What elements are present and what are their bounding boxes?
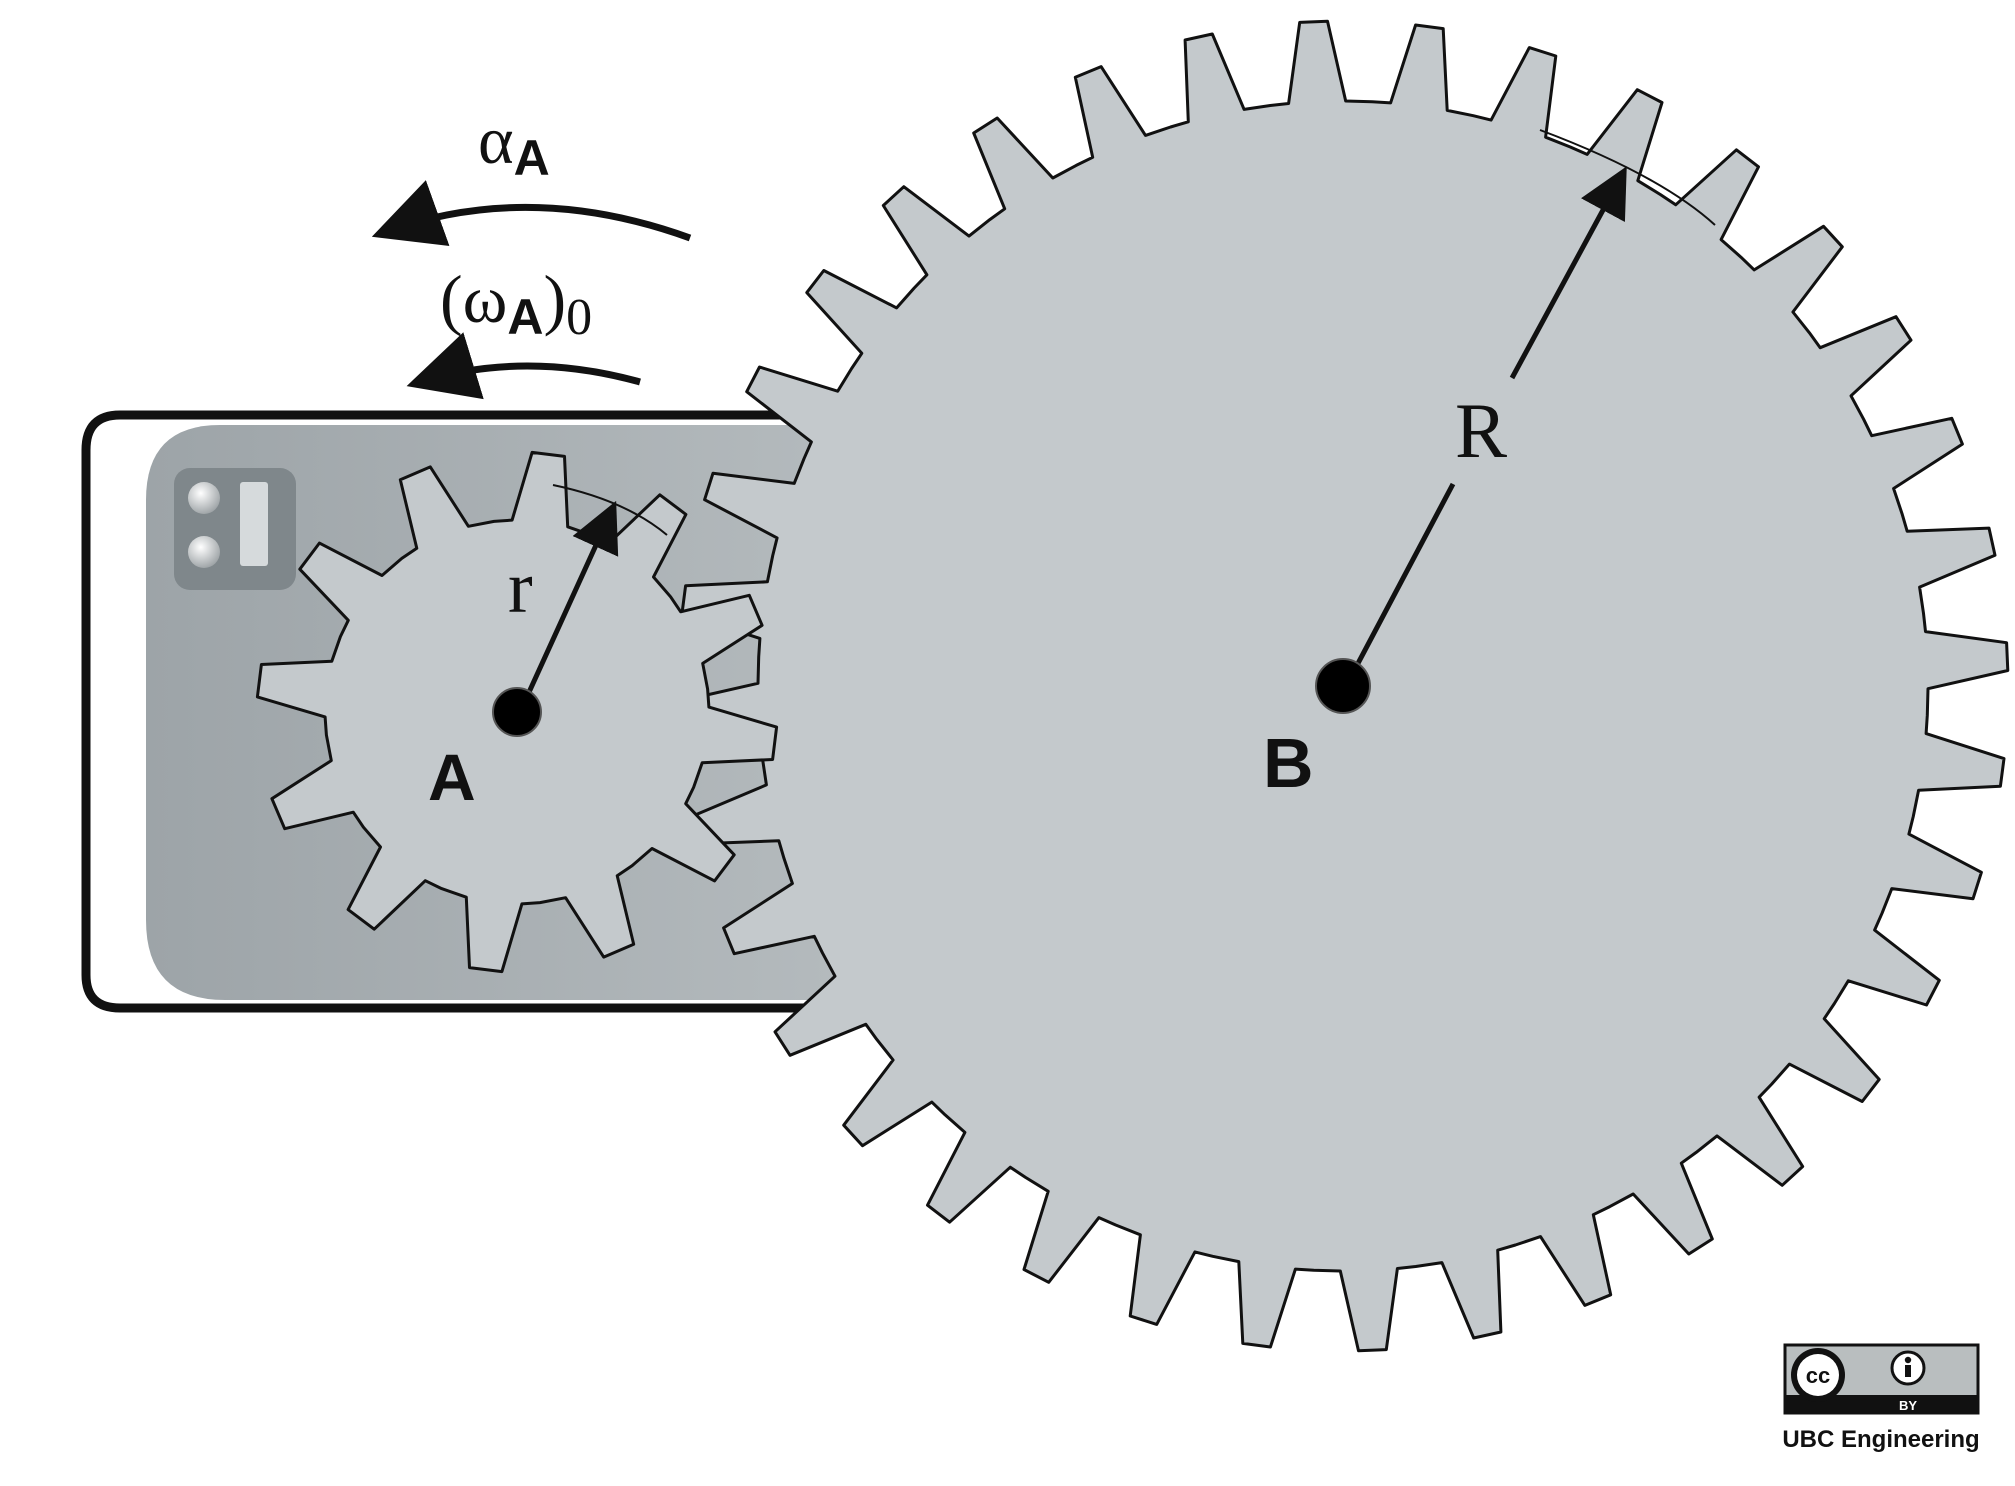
cc-icon: cc xyxy=(1791,1348,1845,1402)
license-credit: UBC Engineering xyxy=(1782,1426,1979,1453)
housing-frame xyxy=(81,410,900,1013)
omega-a-label: (ωA)0 xyxy=(440,261,592,346)
gear-b-hub xyxy=(1315,658,1371,714)
radius-r-arrow xyxy=(517,500,619,714)
gear-b-label: B xyxy=(1263,724,1314,802)
license-badge-stripe xyxy=(1785,1395,1978,1413)
radius-big-r-arrow-lower xyxy=(1343,482,1456,688)
alpha-a-label: αA xyxy=(478,102,550,186)
gear-b-pitch-arc xyxy=(1539,129,1716,226)
svg-text:cc: cc xyxy=(1806,1363,1830,1388)
gear-a-hub xyxy=(492,687,542,737)
license-badge: cc BY xyxy=(1783,1343,1980,1415)
person-icon xyxy=(1890,1350,1926,1386)
radius-big-r-arrow-upper xyxy=(1509,166,1627,380)
omega-a-arrow xyxy=(406,332,641,400)
gear-a-label: A xyxy=(428,740,476,814)
gear-b-radius-label: R xyxy=(1455,387,1507,474)
license-by-label: BY xyxy=(1899,1398,1917,1413)
gear-a-radius-label: r xyxy=(508,547,533,629)
alpha-a-arrow xyxy=(371,180,692,247)
housing-icon xyxy=(174,468,296,590)
